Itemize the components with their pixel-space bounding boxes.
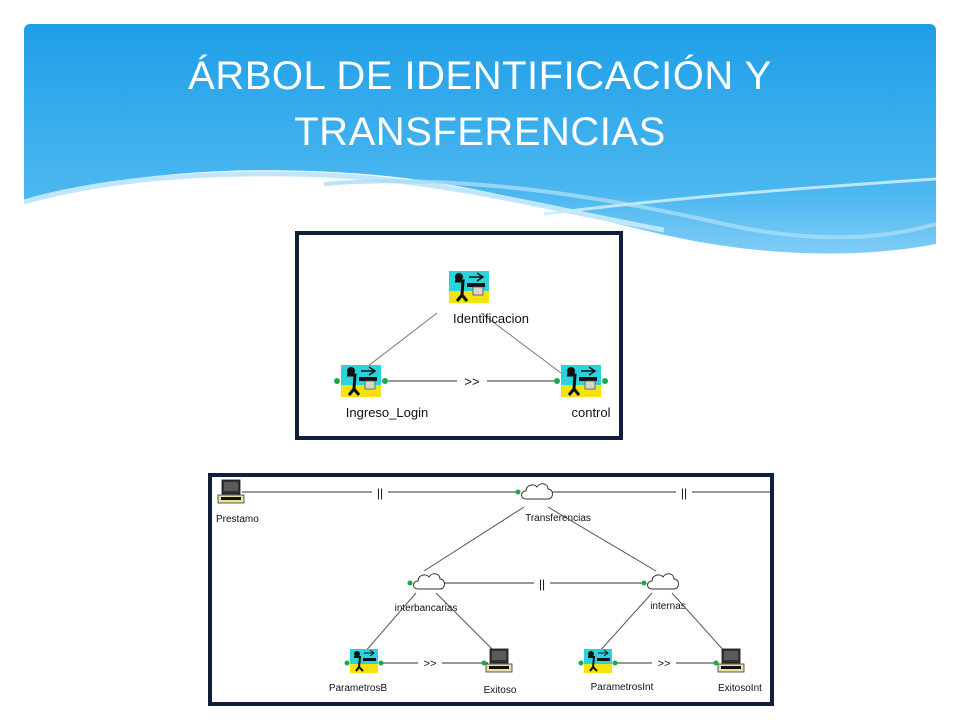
parallel-operator-label-top-left: ||: [377, 486, 383, 500]
connector-dot: [612, 660, 618, 666]
node-label-identificacion: Identificacion: [453, 311, 529, 326]
node-label-exitosoInt: ExitosoInt: [718, 683, 762, 694]
computer-icon-exitosoInt: [717, 648, 745, 673]
edge-interbancarias-parametrosB: [363, 592, 417, 654]
edge-root-right: [480, 312, 562, 374]
task-icon-control: [561, 365, 601, 397]
connector-dot: [481, 660, 487, 666]
transfer-tree-panel: || || Prestamo Transferencias || interba…: [208, 473, 774, 706]
node-label-prestamo: Prestamo: [216, 514, 259, 525]
slide-title: ÁRBOL DE IDENTIFICACIÓN Y TRANSFERENCIAS: [24, 48, 936, 160]
sequence-operator-label-right: >>: [658, 658, 671, 670]
header-wave-background: [24, 24, 936, 274]
task-icon-ingreso-login: [341, 365, 381, 397]
abstract-cloud-icon-transferencias: [521, 483, 553, 500]
node-label-parametrosB: ParametrosB: [329, 683, 388, 694]
computer-icon-exitoso: [485, 648, 513, 673]
node-label-internas: internas: [650, 601, 686, 612]
connector-dot: [602, 378, 608, 384]
task-icon-parametrosInt: [584, 649, 612, 673]
parallel-operator-label-top-right: ||: [681, 486, 687, 500]
transfer-tree-diagram: || || Prestamo Transferencias || interba…: [216, 479, 770, 696]
edge-internas-parametrosInt: [597, 592, 653, 654]
connector-dot: [641, 580, 647, 586]
connector-dot: [578, 660, 584, 666]
connector-dot: [344, 660, 350, 666]
identification-tree-panel: >> Identificacion Ingreso_Login: [295, 231, 623, 440]
computer-icon-prestamo: [217, 479, 245, 504]
sequence-operator-label: >>: [464, 374, 479, 389]
connector-dot: [407, 580, 413, 586]
node-label-parametrosInt: ParametrosInt: [591, 682, 654, 693]
identification-tree-diagram: >> Identificacion Ingreso_Login: [334, 271, 611, 420]
task-icon-identificacion: [449, 271, 489, 303]
slide-header: ÁRBOL DE IDENTIFICACIÓN Y TRANSFERENCIAS: [24, 24, 936, 274]
node-label-exitoso: Exitoso: [484, 685, 517, 696]
slide-title-line1: ÁRBOL DE IDENTIFICACIÓN Y: [188, 54, 772, 98]
node-label-transferencias: Transferencias: [525, 513, 591, 524]
slide-title-line2: TRANSFERENCIAS: [294, 110, 666, 154]
task-icon-parametrosB: [350, 649, 378, 673]
edge-transferencias-internas: [547, 506, 657, 572]
edge-interbancarias-exitoso: [435, 592, 497, 654]
connector-dot: [378, 660, 384, 666]
edge-internas-exitosoInt: [671, 592, 727, 654]
connector-dot: [334, 378, 340, 384]
node-label-interbancarias: interbancarias: [395, 603, 458, 614]
connector-dot: [554, 378, 560, 384]
connector-dot: [713, 660, 719, 666]
node-label-control: control: [571, 405, 610, 420]
abstract-cloud-icon-interbancarias: [413, 573, 445, 590]
sequence-operator-label-left: >>: [424, 658, 437, 670]
abstract-cloud-icon-internas: [647, 573, 679, 590]
connector-dot: [382, 378, 388, 384]
edge-transferencias-interbancarias: [423, 506, 525, 572]
node-label-ingreso-login: Ingreso_Login: [346, 405, 428, 420]
edge-root-left: [358, 312, 438, 374]
connector-dot: [515, 489, 521, 495]
parallel-operator-label-middle: ||: [539, 577, 545, 591]
